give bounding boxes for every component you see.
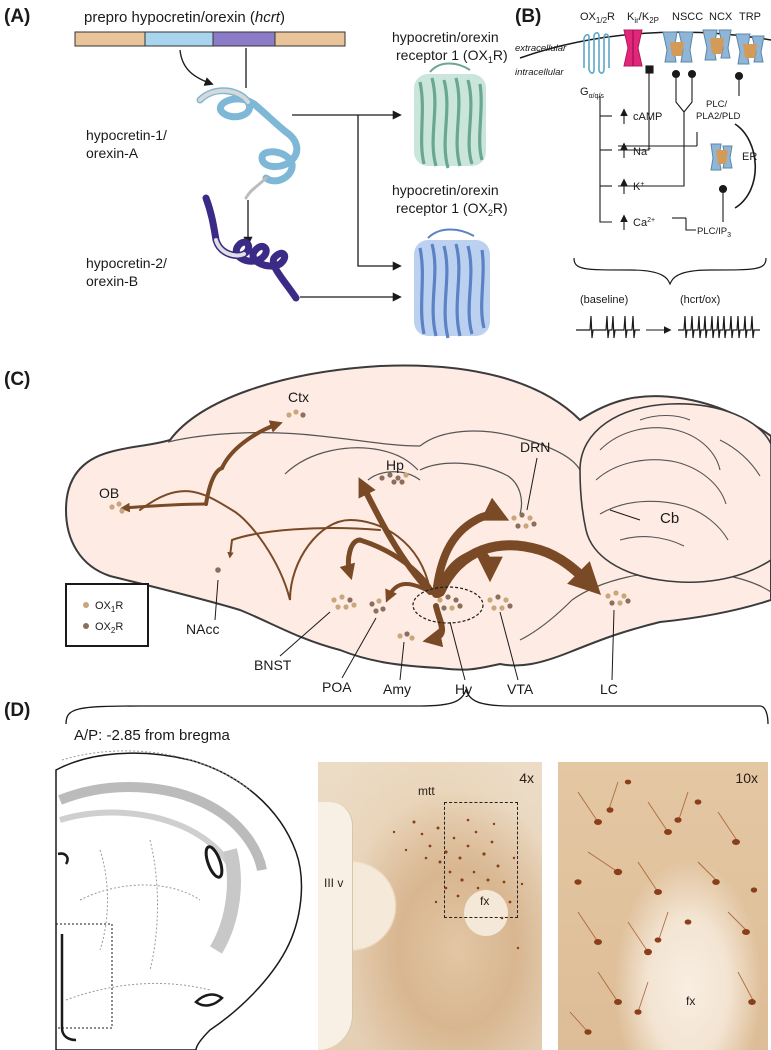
hypothalamus-outline <box>412 586 484 624</box>
roi-box-4x <box>444 802 518 918</box>
micrograph-4x: 4x mtt III v fx <box>318 762 542 1050</box>
plc1-line2: PLA2/PLD <box>696 111 740 122</box>
iiiv-label: III v <box>324 876 344 890</box>
panel-d: (D) A/P: -2.85 from bregma <box>4 688 769 1050</box>
plc2-label: PLC/IP3 <box>697 226 731 239</box>
atlas-section <box>55 750 303 1050</box>
region-ob: OB <box>99 485 119 501</box>
panel-b-label: (B) <box>515 6 541 27</box>
peptide1-line2: orexin-A <box>86 145 139 161</box>
panel-d-label: (D) <box>4 700 30 721</box>
fx-label-4x: fx <box>480 894 490 908</box>
trp-channel-icon <box>735 33 765 65</box>
cerebellum <box>579 403 771 583</box>
plc1-line1: PLC/ <box>706 99 727 110</box>
kir-label: Kir/K2P <box>627 11 659 25</box>
third-ventricle <box>318 802 353 1050</box>
orexin-a-helix <box>196 87 301 200</box>
peptide2-line2: orexin-B <box>86 273 138 289</box>
mag-10x: 10x <box>735 770 758 786</box>
gene-title: prepro hypocretin/orexin (hcrt) <box>84 9 285 26</box>
ncx-label: NCX <box>709 11 733 23</box>
g-protein-label: Gα/q/s <box>580 86 604 100</box>
region-lc: LC <box>600 681 618 697</box>
na-label: Na+ <box>633 146 651 158</box>
ap-coordinate: A/P: -2.85 from bregma <box>74 727 231 744</box>
panel-a: (A) prepro hypocretin/orexin (hcrt) hypo… <box>4 6 508 339</box>
nscc-label: NSCC <box>672 11 703 23</box>
gene-bar <box>74 31 346 47</box>
ox1r-structure <box>414 62 486 169</box>
extracellular-label: extracellular <box>515 43 567 54</box>
micrograph-10x: 10x fx <box>558 762 768 1050</box>
legend-ox2r-label: OX2R <box>95 621 123 635</box>
panel-a-label: (A) <box>4 6 30 27</box>
region-cb: Cb <box>660 510 679 527</box>
region-hp: Hp <box>386 457 404 473</box>
fx-label-10x: fx <box>686 994 696 1008</box>
baseline-label: (baseline) <box>580 294 628 306</box>
oxr-label: OX1/2R <box>580 11 615 25</box>
region-poa: POA <box>322 679 352 695</box>
orexin-b-helix <box>202 194 300 302</box>
leader-lines <box>214 457 641 681</box>
neuron-stain-10x <box>569 779 758 1035</box>
gene-to-peptide-arrow <box>179 49 214 86</box>
region-drn: DRN <box>520 439 550 455</box>
region-ctx: Ctx <box>288 389 309 405</box>
peptide1-line1: hypocretin-1/ <box>86 127 167 143</box>
panel-b: (B) OX1/2R Kir/K2P NSCC NCX TRP extracel… <box>515 6 771 339</box>
er-label: ER <box>742 151 757 163</box>
receptor-dots <box>109 409 631 641</box>
legend-ox1r-label: OX1R <box>95 600 123 614</box>
receptor1-line2: receptor 1 (OX1R) <box>396 47 508 65</box>
kir-channel-icon <box>623 29 643 67</box>
projection-arrows <box>120 420 602 648</box>
nscc-channel-icon <box>662 31 694 63</box>
ca-label: Ca2+ <box>633 217 655 229</box>
legend-ox1r-dot <box>83 602 89 608</box>
hcrt-trace <box>678 315 760 339</box>
receptor1-line1: hypocretin/orexin <box>392 29 499 45</box>
ox2r-structure <box>414 228 490 339</box>
signaling-pathways <box>599 65 757 231</box>
fx-bundle <box>464 890 508 936</box>
summary-brace <box>573 257 767 286</box>
intracellular-label: intracellular <box>515 67 564 78</box>
region-amy: Amy <box>383 681 411 697</box>
k-label: K+ <box>633 181 644 193</box>
mag-4x: 4x <box>519 770 534 786</box>
panel-c: (C) <box>4 364 771 697</box>
baseline-trace <box>576 315 640 339</box>
receptor2-line1: hypocretin/orexin <box>392 182 499 198</box>
hcrt-ox-label: (hcrt/ox) <box>680 294 720 306</box>
atlas-roi-box <box>55 923 113 1029</box>
neuron-stain-4x <box>392 818 524 950</box>
legend-ox2r-dot <box>83 623 89 629</box>
trp-label: TRP <box>739 11 761 23</box>
mtt-label: mtt <box>418 784 435 798</box>
region-vta: VTA <box>507 681 534 697</box>
peptide2-line1: hypocretin-2/ <box>86 255 167 271</box>
receptor2-line2: receptor 1 (OX2R) <box>396 200 508 218</box>
region-bnst: BNST <box>254 657 292 673</box>
camp-label: cAMP <box>633 111 662 123</box>
receptor-arrows <box>292 110 402 302</box>
er-channel-icon <box>710 143 733 171</box>
region-nacc: NAcc <box>186 621 219 637</box>
ncx-channel-icon <box>702 29 732 61</box>
oxr-receptor-icon <box>583 31 610 74</box>
panel-d-brace <box>65 688 769 725</box>
panel-c-label: (C) <box>4 369 30 390</box>
receptor-legend: OX1R OX2R <box>65 583 149 647</box>
